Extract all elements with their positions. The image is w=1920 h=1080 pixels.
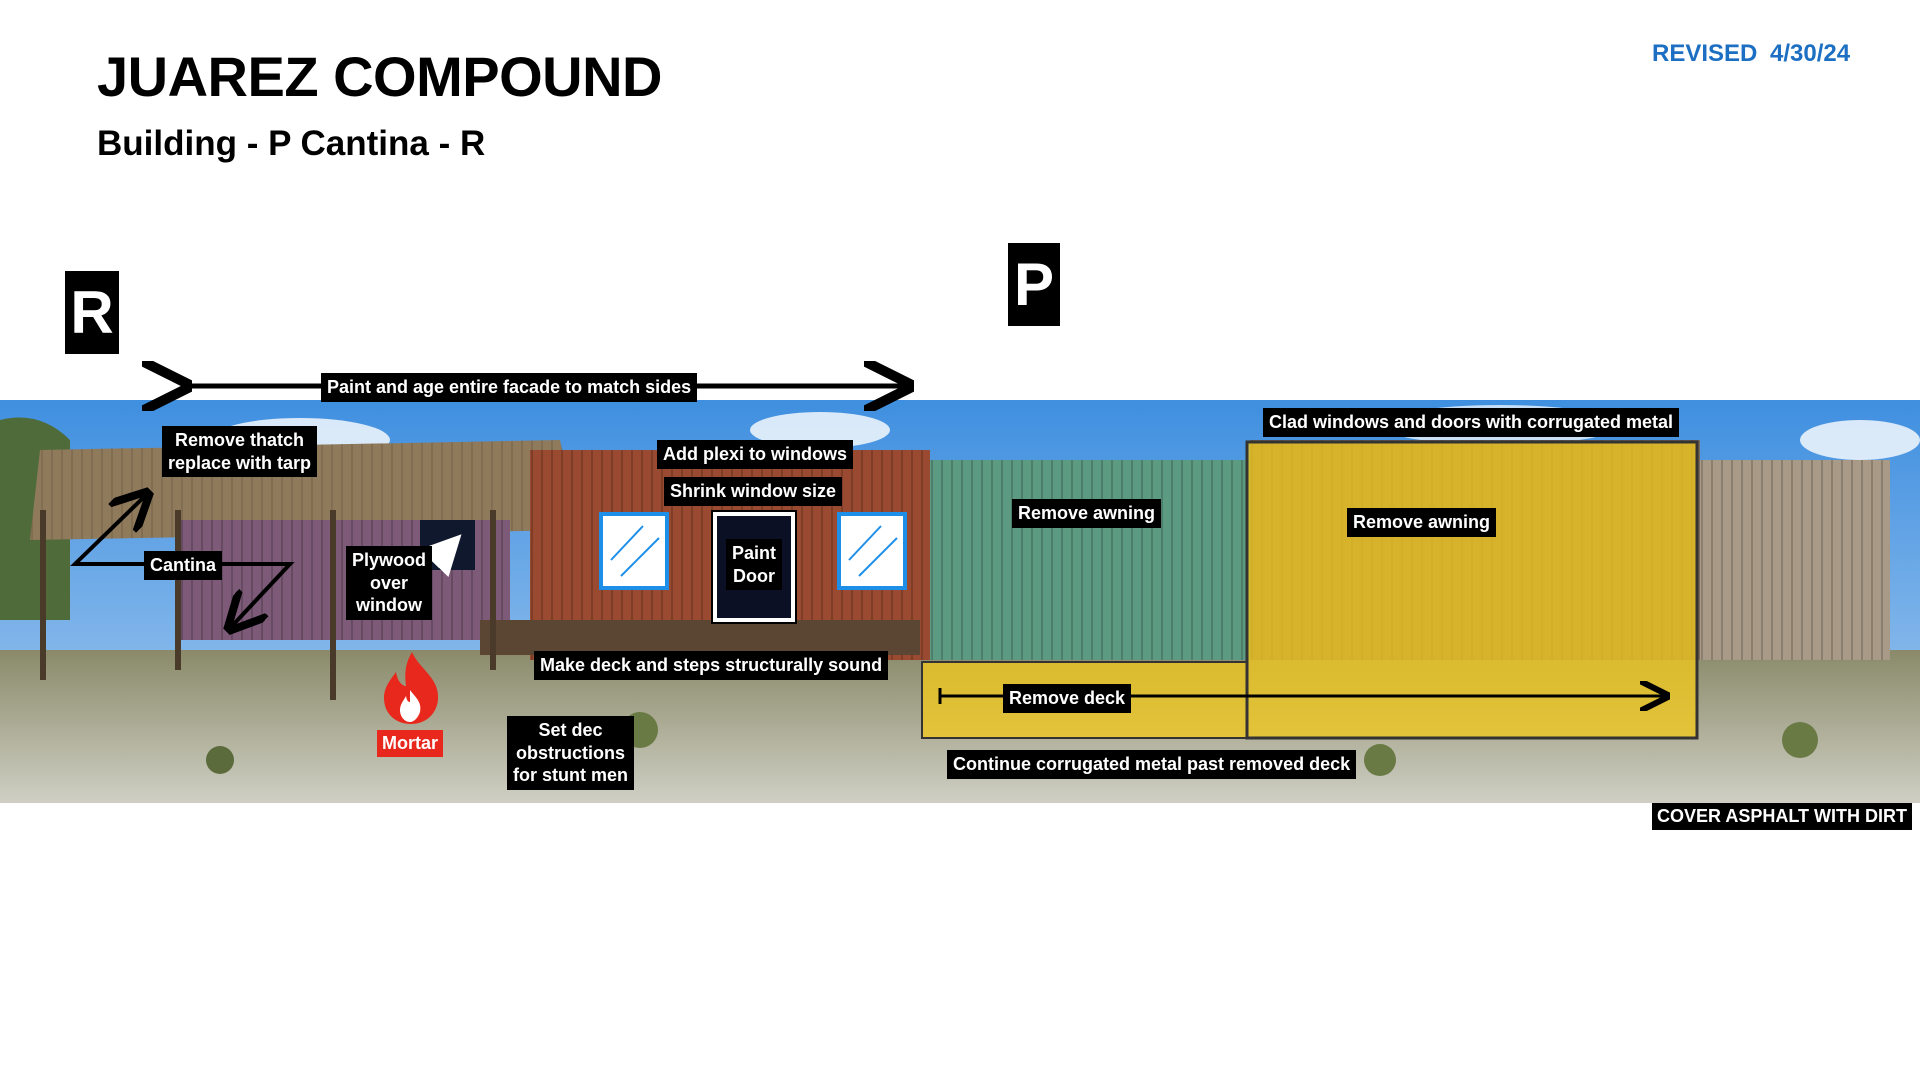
label-set-dec: Set dec obstructions for stunt men: [507, 716, 634, 790]
label-paint-door-line1: Paint: [732, 543, 777, 563]
label-paint-door-line2: Door: [733, 565, 775, 586]
label-cover-asphalt: COVER ASPHALT WITH DIRT: [1652, 803, 1912, 830]
label-set-dec-line1: Set dec: [538, 720, 603, 740]
badge-p: P: [1008, 243, 1060, 326]
label-clad-windows: Clad windows and doors with corrugated m…: [1263, 408, 1680, 437]
label-remove-thatch-line2: replace with tarp: [168, 452, 312, 473]
label-plywood-line3: window: [356, 595, 422, 615]
fire-icon: [384, 652, 439, 724]
label-mortar: Mortar: [377, 730, 443, 757]
label-set-dec-line3: for stunt men: [513, 765, 628, 785]
label-remove-awning-right: Remove awning: [1347, 508, 1497, 537]
label-remove-deck: Remove deck: [1003, 684, 1132, 713]
label-add-plexi: Add plexi to windows: [657, 440, 853, 469]
label-make-deck: Make deck and steps structurally sound: [534, 651, 889, 680]
plexi-window-right: [837, 512, 907, 590]
revised-date: REVISED 4/30/24: [1652, 40, 1851, 67]
label-paint-door: Paint Door: [726, 539, 783, 590]
cantina-arrow-down: [218, 562, 295, 626]
label-remove-awning-left: Remove awning: [1012, 499, 1162, 528]
building-photo: [0, 400, 1920, 803]
label-plywood: Plywood over window: [346, 546, 433, 620]
label-continue-metal: Continue corrugated metal past removed d…: [947, 750, 1357, 779]
label-shrink-window: Shrink window size: [664, 477, 843, 506]
label-cantina: Cantina: [144, 551, 223, 580]
label-paint-facade: Paint and age entire facade to match sid…: [321, 373, 698, 402]
building-photo-illustration: [0, 400, 1920, 803]
label-plywood-line2: over: [369, 572, 409, 593]
page-subtitle: Building - P Cantina - R: [97, 124, 486, 163]
label-set-dec-line2: obstructions: [515, 742, 625, 763]
plywood-arrow: [419, 534, 462, 577]
label-plywood-line1: Plywood: [352, 550, 427, 570]
plexi-window-left: [599, 512, 669, 590]
label-remove-thatch-line1: Remove thatch: [175, 430, 305, 450]
cantina-arrow-up: [70, 496, 148, 566]
page-title: JUAREZ COMPOUND: [97, 45, 662, 108]
window-glass-icon: [848, 525, 898, 577]
window-glass-icon: [610, 525, 660, 577]
label-remove-thatch: Remove thatch replace with tarp: [162, 426, 318, 477]
badge-r: R: [65, 271, 119, 354]
